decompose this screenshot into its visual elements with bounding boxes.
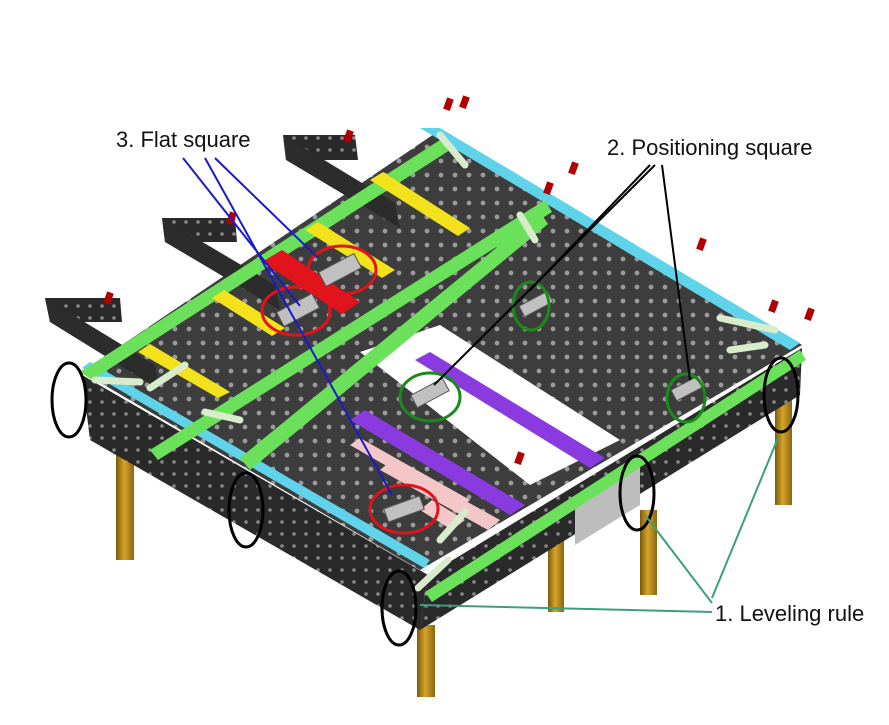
clamp-arms <box>91 131 779 592</box>
positioning-square-circle <box>398 371 462 423</box>
leveling-rule-oval <box>762 356 800 434</box>
flat-square-circle <box>260 285 332 337</box>
leveling-rule-label: 1. Leveling rule <box>715 601 864 626</box>
flat-square-circle <box>306 244 378 296</box>
positioning-square-circle <box>665 372 707 424</box>
leveling-rule-oval <box>50 361 88 439</box>
flat-square-markers <box>260 244 440 535</box>
positioning-square-label: 2. Positioning square <box>607 135 812 160</box>
positioning-square-leaders <box>433 164 691 386</box>
leveling-rule-markers <box>50 356 800 647</box>
flat-square-leaders <box>182 157 393 496</box>
leveling-rule-oval <box>227 471 265 549</box>
square-blocks <box>275 252 706 523</box>
back-fixture-arms <box>45 135 400 390</box>
leveling-rule-oval <box>380 569 418 647</box>
toggle-clamps <box>103 95 815 466</box>
flat-square-label: 3. Flat square <box>116 127 251 152</box>
flat-square-circle <box>368 483 440 535</box>
table-legs <box>116 330 792 697</box>
leveling-rule-leaders <box>419 437 779 613</box>
green-rails <box>80 140 806 602</box>
leveling-rule-oval <box>618 454 656 532</box>
